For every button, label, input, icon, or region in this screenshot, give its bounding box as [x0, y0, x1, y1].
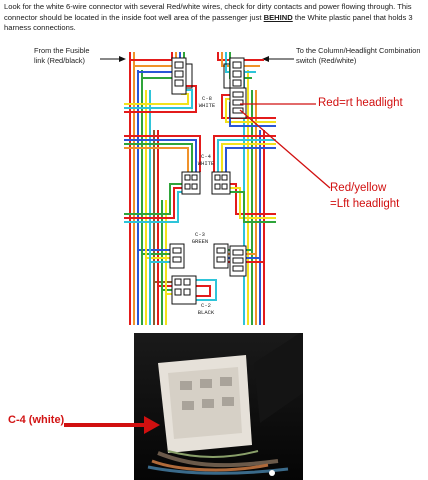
connector-c8 [171, 57, 245, 95]
annotation-lines [239, 103, 331, 189]
c3-code: C-3 [195, 231, 205, 238]
c8-code: C-8 [202, 95, 212, 102]
c3-color: GREEN [192, 238, 209, 245]
label-lft-headlight-1: Red/yellow [330, 182, 387, 194]
c2-wires [153, 276, 217, 301]
intro-behind: BEHIND [263, 12, 293, 22]
label-c4-white: C-4 (white) [8, 414, 65, 426]
intro-text: Look for the white 6-wire connector with… [4, 2, 424, 34]
intro-part2: the White plastic panel that holds 3 har… [4, 12, 413, 33]
c4-wires [124, 135, 276, 223]
arrow-right-icon [262, 56, 294, 62]
wiring-diagram: C-8 WHITE C-4 WHITE C-3 GREEN C-2 BLACK [100, 52, 331, 325]
label-lft-headlight-2: =Lft headlight [330, 198, 400, 210]
connector-c2 [171, 275, 197, 305]
c2-code: C-2 [201, 302, 211, 309]
connector-c3 [169, 243, 247, 277]
connector-c4 [181, 87, 247, 195]
note-fusible-link: From the Fusible link (Red/black) [34, 46, 90, 65]
connector-photo [128, 333, 303, 480]
c2-color: BLACK [198, 309, 215, 316]
c4-code: C-4 [201, 153, 212, 160]
note-combination-switch: To the Column/Headlight Combination swit… [296, 46, 421, 65]
arrow-left-icon [100, 56, 126, 62]
c4-color: WHITE [198, 160, 215, 167]
label-rt-headlight: Red=rt headlight [318, 97, 403, 109]
c8-color: WHITE [199, 102, 216, 109]
intro-part1: Look for the white 6-wire connector with… [4, 2, 412, 22]
